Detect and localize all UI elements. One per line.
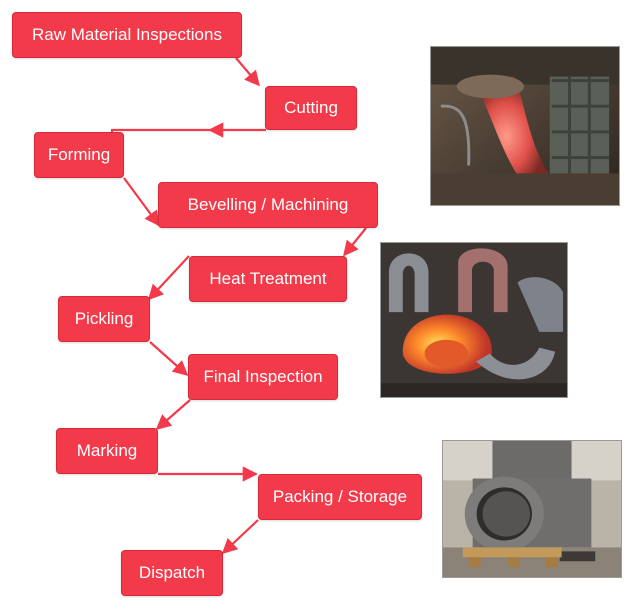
step-raw-material-inspections: Raw Material Inspections	[12, 12, 242, 58]
step-pickling: Pickling	[58, 296, 150, 342]
connector-9-10	[221, 519, 259, 555]
connector-6-7	[149, 341, 189, 377]
connector-5-6	[147, 255, 190, 301]
step-heat-treatment: Heat Treatment	[189, 256, 347, 302]
step-packing-storage: Packing / Storage	[258, 474, 422, 520]
heat-treatment-photo	[380, 242, 568, 398]
step-cutting: Cutting	[265, 86, 357, 130]
connector-4-5	[343, 227, 367, 257]
hot-forming-photo	[430, 46, 620, 206]
tee-photo	[442, 440, 622, 578]
connector-2-3-stub	[110, 128, 211, 132]
step-dispatch: Dispatch	[121, 550, 223, 596]
connector-3-4	[123, 177, 160, 227]
connector-7-8	[155, 399, 191, 431]
step-forming: Forming	[34, 132, 124, 178]
step-bevelling-machining: Bevelling / Machining	[158, 182, 378, 228]
step-final-inspection: Final Inspection	[188, 354, 338, 400]
connector-1-2	[235, 57, 260, 87]
step-marking: Marking	[56, 428, 158, 474]
